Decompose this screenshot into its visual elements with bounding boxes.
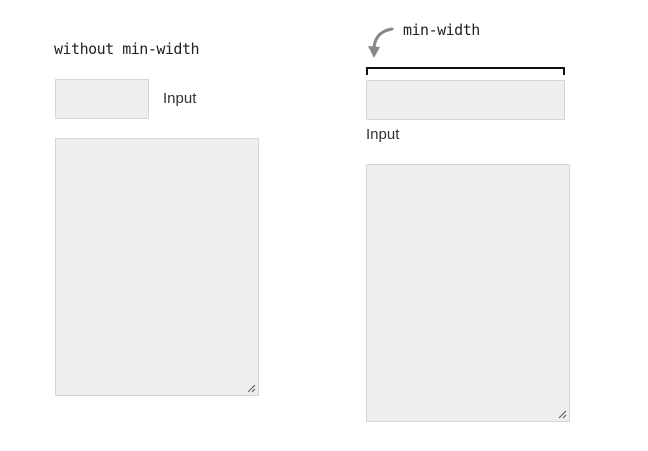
right-input[interactable] [366, 80, 565, 120]
right-title: min-width [403, 21, 480, 39]
curved-arrow-icon [368, 27, 394, 58]
right-input-label: Input [366, 126, 400, 143]
left-title: without min-width [54, 40, 200, 58]
left-input[interactable] [55, 79, 149, 119]
left-textarea[interactable] [55, 138, 259, 396]
left-input-label: Input [163, 90, 197, 107]
resize-grip-icon[interactable] [247, 384, 256, 393]
resize-grip-icon[interactable] [558, 410, 567, 419]
right-textarea[interactable] [366, 164, 570, 422]
bracket-icon [366, 67, 565, 75]
